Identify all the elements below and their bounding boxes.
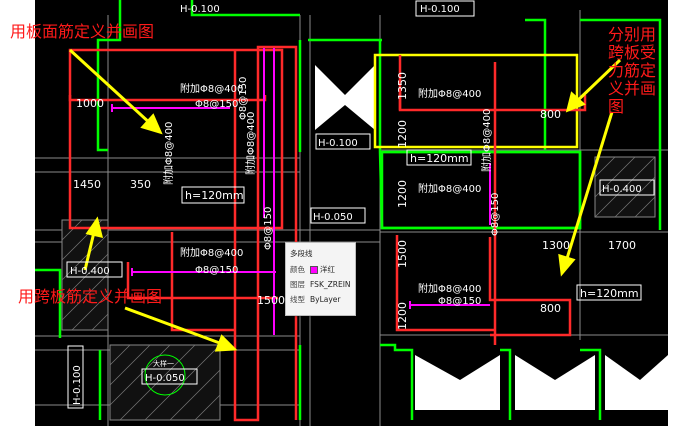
annotation-arrows xyxy=(68,48,622,352)
rebar-label-vertical: 附加Φ8@400 xyxy=(162,122,175,185)
dim-1000: 1000 xyxy=(76,97,104,110)
object-tooltip: 多段线 颜色 洋红 图层 FSK_ZREIN 线型 ByLayer xyxy=(285,242,356,316)
annotation-top-left: 用板面筋定义并画图 xyxy=(10,22,155,41)
dim-350: 350 xyxy=(130,178,151,191)
dim-800b: 800 xyxy=(540,302,561,315)
rebar-label: Φ8@150 xyxy=(438,296,481,307)
elevation-label: H-0.100 xyxy=(420,4,460,15)
rebar-label: 附加Φ8@400 xyxy=(418,87,481,100)
dim-1200a: 1200 xyxy=(396,120,409,148)
dim-1350: 1350 xyxy=(396,72,409,100)
elevation-label: H-0.400 xyxy=(70,266,110,277)
dim-800a: 800 xyxy=(540,108,561,121)
rebar-label-vertical: 附加Φ8@400 xyxy=(480,109,493,172)
rebar-label: 附加Φ8@400 xyxy=(180,246,243,259)
dim-1200c: 1200 xyxy=(396,302,409,330)
tooltip-layer-row: 图层 FSK_ZREIN xyxy=(290,280,351,290)
annotation-top-right: 分别用跨板受力筋定义并画图 xyxy=(608,25,657,116)
rebar-label: 附加Φ8@400 xyxy=(180,82,243,95)
color-swatch-icon xyxy=(310,266,318,274)
tooltip-layer-value: FSK_ZREIN xyxy=(310,280,351,289)
right-margin xyxy=(668,0,679,426)
small-label: 大样一 xyxy=(153,359,174,368)
rebar-label: Φ8@150 xyxy=(195,265,238,276)
dim-1450: 1450 xyxy=(73,178,101,191)
thickness-label: h=120mm xyxy=(185,189,244,202)
tooltip-color-row: 颜色 洋红 xyxy=(290,265,335,275)
room-elevator-1: 电梯井 xyxy=(425,394,470,412)
rebar-label: 附加Φ8@400 xyxy=(418,182,481,195)
elevation-label: H-0.100 xyxy=(72,365,83,405)
rebar-label: 附加Φ8@400 xyxy=(418,282,481,295)
dim-1200b: 1200 xyxy=(396,180,409,208)
room-elevator-2: 电梯井 xyxy=(538,394,583,412)
tooltip-linetype-key: 线型 xyxy=(290,295,305,304)
elevation-label: H-0.400 xyxy=(602,184,642,195)
tooltip-title: 多段线 xyxy=(290,249,313,258)
elevation-label: H-0.100 xyxy=(318,138,358,149)
dim-1700: 1700 xyxy=(608,239,636,252)
rebar-label-vertical: Φ8@150 xyxy=(490,193,501,236)
tooltip-color-key: 颜色 xyxy=(290,265,305,274)
thickness-label: h=120mm xyxy=(580,287,639,300)
elevation-label: H-0.050 xyxy=(145,373,185,384)
tooltip-layer-key: 图层 xyxy=(290,280,305,289)
tooltip-linetype-value: ByLayer xyxy=(310,295,341,304)
elevation-label: H-0.100 xyxy=(180,4,220,15)
rebar-label-vertical: 附加Φ8@400 xyxy=(244,112,257,175)
tooltip-linetype-row: 线型 ByLayer xyxy=(290,295,341,305)
annotation-bottom-left: 用跨板筋定义并画图 xyxy=(18,287,163,306)
rebar-label-vertical: Φ8@150 xyxy=(238,77,249,120)
dim-1500b: 1500 xyxy=(257,294,285,307)
rebar-label-vertical: Φ8@150 xyxy=(263,207,274,250)
hatched-columns xyxy=(61,156,656,421)
rebar-label: Φ8@150 xyxy=(195,99,238,110)
thickness-label: h=120mm xyxy=(410,152,469,165)
elevation-label: H-0.050 xyxy=(313,212,353,223)
label-frames xyxy=(66,0,655,409)
dim-1500: 1500 xyxy=(396,240,409,268)
dim-1300: 1300 xyxy=(542,239,570,252)
room-fire-elevator: 消防电梯 xyxy=(623,394,679,412)
tooltip-color-value: 洋红 xyxy=(320,265,335,274)
